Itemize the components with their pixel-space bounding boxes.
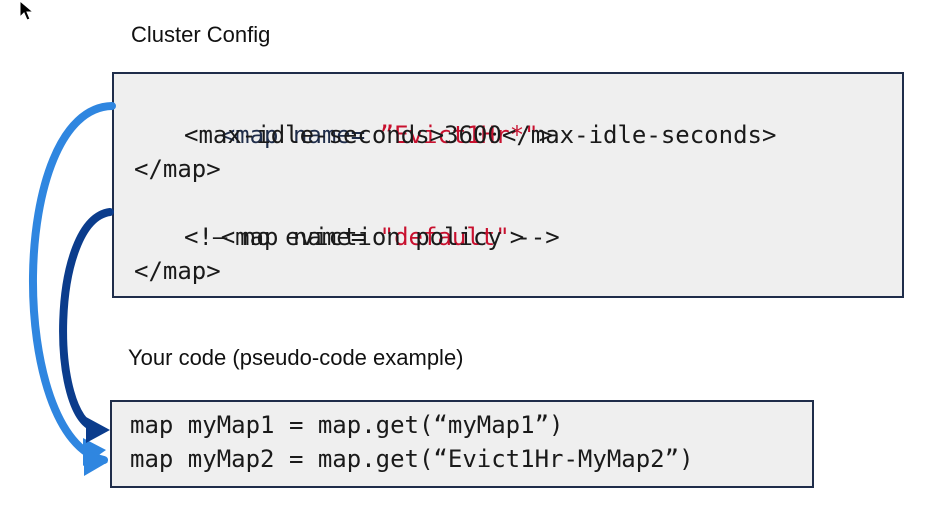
your-code-heading: Your code (pseudo-code example) — [128, 345, 464, 370]
arrow-evict-to-mymap2-head-tip — [84, 448, 108, 476]
config-line-4-prefix: <map name= — [220, 223, 380, 251]
config-line-3: </map> — [134, 155, 221, 183]
mouse-pointer-icon — [19, 0, 35, 21]
config-line-5: <!– no eviction policy --> — [184, 223, 560, 251]
arrow-default-to-mymap1 — [59, 208, 114, 432]
arrow-evict-to-mymap2 — [29, 102, 116, 464]
config-line-2: <max-idle-seconds>3600</max-idle-seconds… — [184, 121, 777, 149]
config-line-4: <map name= "default"> — [134, 186, 524, 251]
config-line-4-value: "default" — [379, 223, 510, 251]
code-line-1: map myMap1 = map.get(“myMap1”) — [130, 411, 564, 439]
config-line-4-suffix: > — [509, 223, 525, 251]
config-line-1: <map name= ”Evict1Hr*"> — [134, 84, 553, 149]
code-line-2: map myMap2 = map.get(“Evict1Hr-MyMap2”) — [130, 445, 694, 473]
cluster-config-heading: Cluster Config — [131, 22, 271, 47]
your-code-box: map myMap1 = map.get(“myMap1”) map myMap… — [110, 400, 814, 488]
config-line-6: </map> — [134, 257, 221, 285]
cluster-config-code-box: <map name= ”Evict1Hr*"> <max-idle-second… — [112, 72, 904, 298]
config-line-1-prefix: <map name= — [220, 121, 380, 149]
arrow-default-to-mymap1-head — [86, 417, 110, 443]
config-line-1-suffix: > — [538, 121, 554, 149]
arrow-evict-to-mymap2-head — [83, 438, 106, 466]
config-line-1-value: ”Evict1Hr*" — [379, 121, 539, 149]
